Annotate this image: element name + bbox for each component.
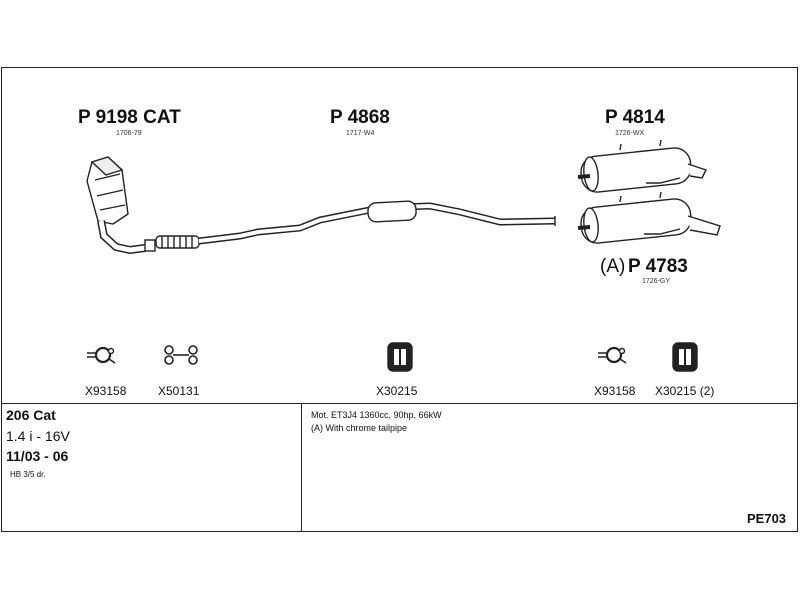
catalytic-converter-drawing (86, 156, 200, 255)
system-code: PE703 (747, 511, 787, 526)
part-number-middle-pipe: P 4868 (330, 107, 390, 128)
middle-pipe-drawing (198, 200, 556, 245)
vehicle-body: HB 3/5 dr. (10, 470, 46, 479)
part-code-rear-silencer: 1726-WX (615, 130, 645, 137)
spring-bolt-icon (164, 345, 198, 365)
accessory-label: X30215 (2) (655, 384, 715, 398)
exhaust-diagram-sheet (1, 67, 798, 532)
vehicle-engine: 1.4 i - 16V (6, 428, 70, 444)
rear-silencer-chrome-drawing (577, 191, 721, 244)
divider-vertical (301, 403, 302, 532)
vehicle-years: 11/03 - 06 (6, 448, 69, 464)
rubber-mount-icon (672, 342, 698, 372)
rubber-mount-icon (387, 342, 413, 372)
part-prefix-chrome: (A) (600, 256, 626, 277)
accessory-label: X93158 (85, 384, 127, 398)
note-chrome: (A) With chrome tailpipe (311, 423, 408, 433)
part-number-catalyst: P 9198 CAT (78, 107, 181, 128)
part-number-rear-silencer: P 4814 (605, 107, 665, 128)
divider-horizontal (2, 403, 797, 404)
note-motor: Mot. ET3J4 1360cc, 90hp, 66kW (311, 410, 442, 420)
vehicle-model: 206 Cat (6, 407, 56, 423)
part-code-rear-silencer-chrome: 1726-GY (642, 278, 671, 285)
accessory-label: X93158 (594, 384, 636, 398)
accessory-label: X30215 (376, 384, 418, 398)
clamp-icon (87, 346, 116, 364)
clamp-icon (598, 346, 627, 364)
accessory-label: X50131 (158, 384, 200, 398)
part-code-catalyst: 1706-79 (116, 130, 142, 137)
part-number-rear-silencer-chrome: P 4783 (628, 256, 688, 277)
part-code-middle-pipe: 1717-W4 (346, 130, 375, 137)
rear-silencer-drawing (577, 139, 707, 193)
